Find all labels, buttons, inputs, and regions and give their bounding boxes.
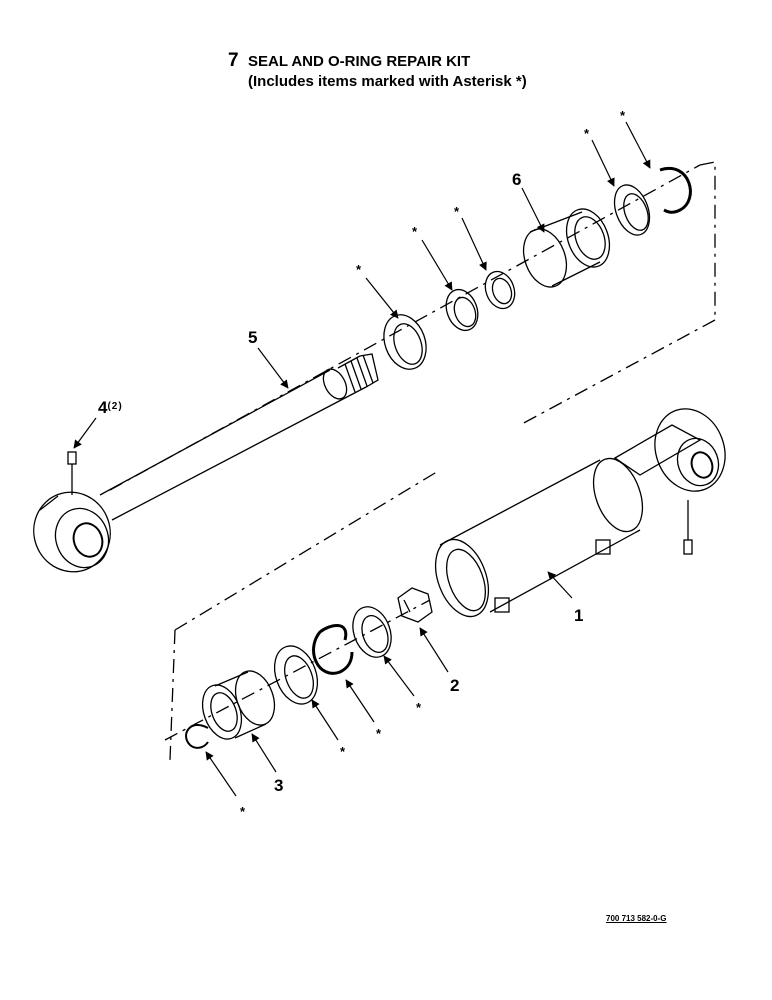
callout-item-6: 6 (512, 170, 522, 189)
drawing-number: 700 713 582-0-G (606, 914, 667, 923)
lower-backup-ring (352, 606, 392, 658)
upper-oring-small (484, 270, 516, 310)
asterisk-marker: * (340, 744, 346, 759)
upper-wiper-seal (383, 314, 427, 370)
grease-fitting-upper (67, 451, 77, 495)
piston (522, 208, 611, 288)
kit-title-line1: SEAL AND O-RING REPAIR KIT (248, 53, 471, 70)
grease-fitting-lower (683, 500, 693, 555)
callout-item-5: 5 (248, 328, 258, 347)
asterisk-marker: * (416, 700, 422, 715)
asterisk-marker: * (584, 126, 590, 141)
upper-dashed-frame (109, 161, 716, 491)
upper-snap-ring (659, 166, 692, 214)
lower-oring-small (185, 724, 209, 749)
asterisk-marker: * (376, 726, 382, 741)
callout-item-4: 4(2) (98, 398, 123, 417)
cylinder-barrel (434, 408, 726, 618)
asterisk-marker: * (412, 224, 418, 239)
lower-dashed-frame (164, 469, 441, 761)
callout-item-1: 1 (574, 606, 584, 625)
asterisk-marker: * (454, 204, 460, 219)
lower-wiper-seal (273, 645, 319, 705)
callout-item-2: 2 (450, 676, 460, 695)
leader-arrows (73, 121, 651, 797)
asterisk-marker: * (356, 262, 362, 277)
asterisk-marker: * (620, 108, 626, 123)
callout-item-4-qty: (2) (107, 401, 123, 412)
gland (201, 670, 276, 740)
upper-piston-seal (613, 184, 651, 236)
asterisk-marker: * (240, 804, 246, 819)
upper-rod-seal (445, 288, 479, 332)
kit-number: 7 (228, 50, 239, 71)
gland-nut (397, 587, 433, 623)
lower-snap-ring (312, 624, 354, 675)
callout-item-3: 3 (274, 776, 284, 795)
kit-title-line2: (Includes items marked with Asterisk *) (248, 73, 527, 90)
piston-rod (33, 353, 379, 573)
